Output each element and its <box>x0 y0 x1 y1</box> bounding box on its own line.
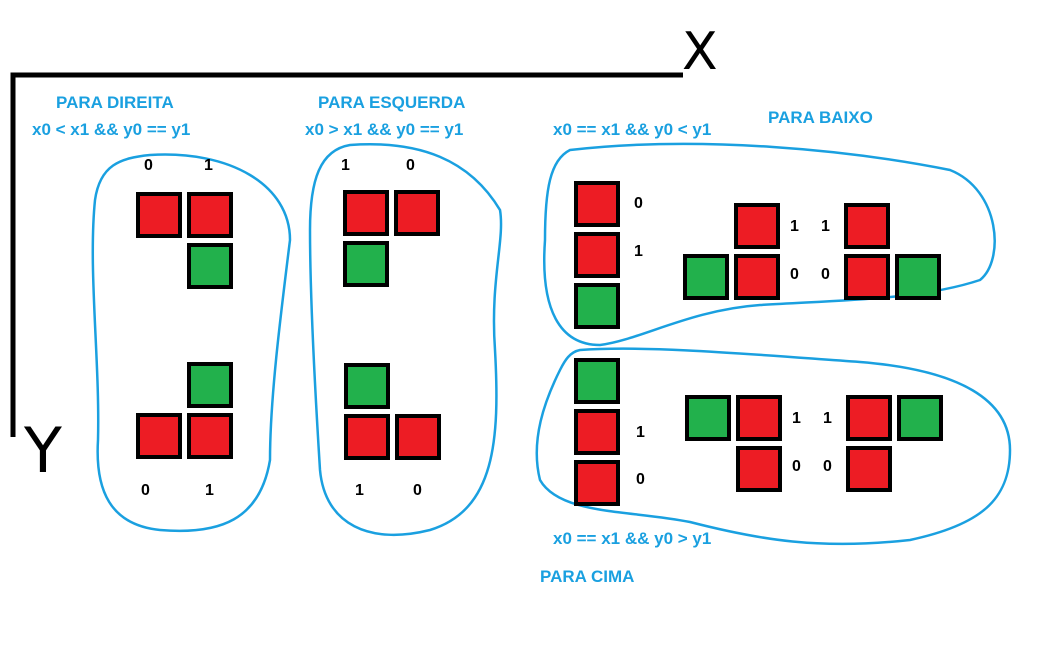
index-label: 0 <box>634 195 643 212</box>
block-red <box>736 395 782 441</box>
condition-esquerda: x0 > x1 && y0 == y1 <box>305 120 464 139</box>
title-baixo: PARA BAIXO <box>768 108 873 127</box>
index-label: 1 <box>790 218 799 235</box>
block-red <box>574 460 620 506</box>
block-red <box>734 203 780 249</box>
block-red <box>136 192 182 238</box>
index-label: 0 <box>790 266 799 283</box>
axis-lines <box>10 72 683 437</box>
block-red <box>187 413 233 459</box>
index-label: 0 <box>792 458 801 475</box>
block-red <box>344 414 390 460</box>
index-label: 0 <box>821 266 830 283</box>
index-label: 0 <box>636 471 645 488</box>
outline-baixo <box>543 142 996 347</box>
y-axis-label: Y <box>24 414 62 487</box>
block-red <box>187 192 233 238</box>
index-label: 1 <box>821 218 830 235</box>
index-label: 0 <box>144 157 153 174</box>
block-red <box>343 190 389 236</box>
index-label: 1 <box>341 157 350 174</box>
outline-esquerda <box>308 143 503 537</box>
title-esquerda: PARA ESQUERDA <box>318 93 466 112</box>
block-red <box>574 181 620 227</box>
block-green <box>897 395 943 441</box>
condition-baixo: x0 == x1 && y0 < y1 <box>553 120 712 139</box>
index-label: 1 <box>205 482 214 499</box>
block-green <box>343 241 389 287</box>
block-red <box>574 232 620 278</box>
block-green <box>187 362 233 408</box>
block-green <box>187 243 233 289</box>
condition-cima: x0 == x1 && y0 > y1 <box>553 529 712 548</box>
block-green <box>574 358 620 404</box>
block-red <box>734 254 780 300</box>
index-label: 0 <box>141 482 150 499</box>
index-label: 1 <box>823 410 832 427</box>
index-label: 0 <box>413 482 422 499</box>
block-green <box>344 363 390 409</box>
index-label: 1 <box>204 157 213 174</box>
index-label: 1 <box>634 243 643 260</box>
index-label: 0 <box>406 157 415 174</box>
title-direita: PARA DIREITA <box>56 93 174 112</box>
index-label: 0 <box>823 458 832 475</box>
block-green <box>685 395 731 441</box>
block-red <box>736 446 782 492</box>
index-label: 1 <box>792 410 801 427</box>
index-label: 1 <box>355 482 364 499</box>
block-red <box>846 446 892 492</box>
title-cima: PARA CIMA <box>540 567 635 586</box>
block-red <box>136 413 182 459</box>
x-axis-label: X <box>682 22 718 82</box>
block-red <box>574 409 620 455</box>
outline-direita <box>91 153 292 533</box>
block-red <box>394 190 440 236</box>
condition-direita: x0 < x1 && y0 == y1 <box>32 120 191 139</box>
block-green <box>683 254 729 300</box>
block-red <box>395 414 441 460</box>
block-green <box>895 254 941 300</box>
index-label: 1 <box>636 424 645 441</box>
block-red <box>844 254 890 300</box>
block-green <box>574 283 620 329</box>
block-red <box>844 203 890 249</box>
outline-cima <box>535 347 1012 546</box>
block-red <box>846 395 892 441</box>
